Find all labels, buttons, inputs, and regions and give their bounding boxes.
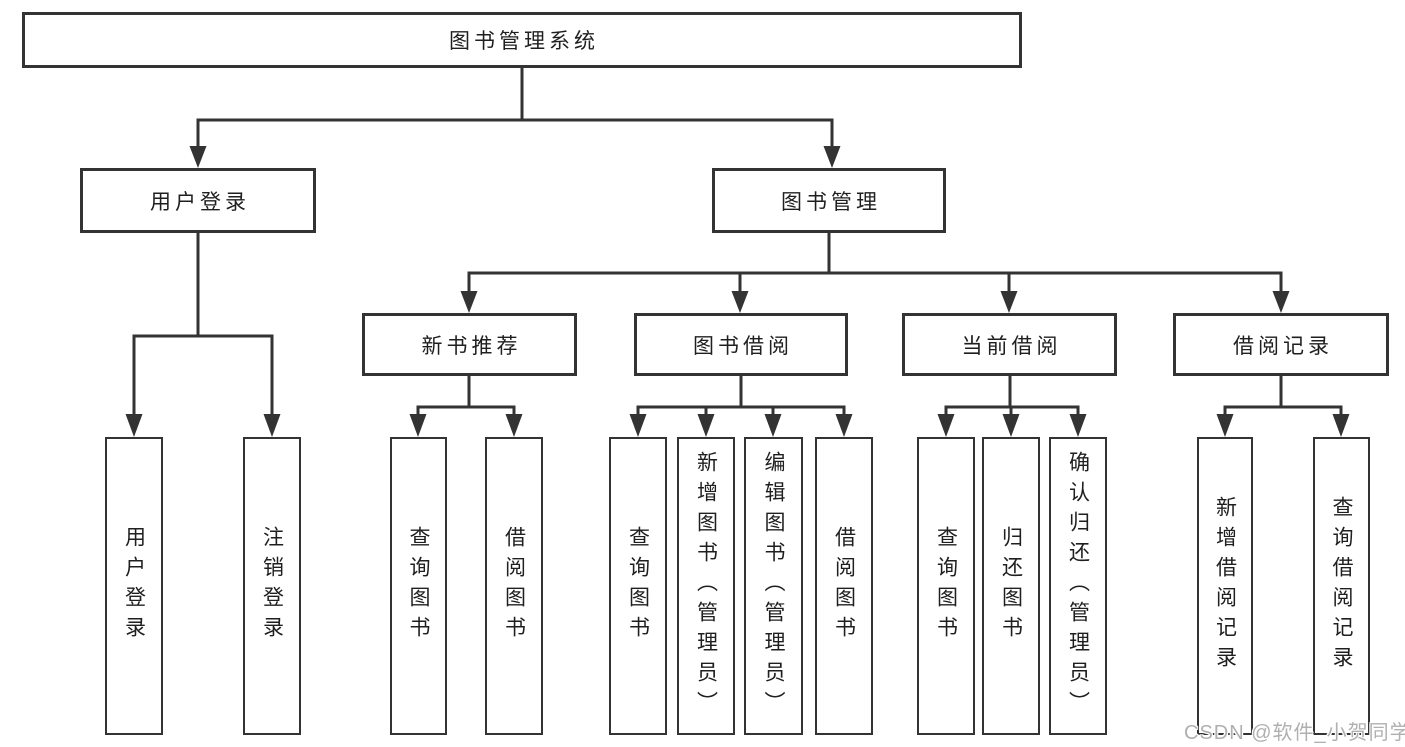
leaf-logout: 注销登录 (243, 437, 301, 735)
node-book-management: 图书管理 (712, 168, 946, 233)
leaf-records-add-record-label: 新增借阅记录 (1213, 496, 1237, 676)
leaf-borrowing-add-books-admin: 新增图书（管理员） (677, 437, 735, 735)
node-borrowing-records: 借阅记录 (1173, 313, 1389, 376)
leaf-logout-label: 注销登录 (260, 526, 284, 646)
leaf-current-query-books: 查询图书 (917, 437, 975, 735)
node-new-book-recommendation: 新书推荐 (362, 313, 577, 376)
leaf-records-query-record: 查询借阅记录 (1313, 437, 1370, 735)
leaf-current-query-books-label: 查询图书 (934, 526, 958, 646)
node-current-borrowing: 当前借阅 (902, 313, 1117, 376)
leaf-newbook-query-books-label: 查询图书 (407, 526, 430, 646)
leaf-current-return-books: 归还图书 (982, 437, 1040, 735)
leaf-borrowing-edit-books-admin: 编辑图书（管理员） (744, 437, 803, 735)
leaf-borrowing-edit-books-admin-label: 编辑图书（管理员） (762, 451, 785, 721)
leaf-current-confirm-return-admin: 确认归还（管理员） (1049, 437, 1107, 735)
leaf-newbook-borrow-books-label: 借阅图书 (502, 526, 526, 646)
leaf-current-return-books-label: 归还图书 (999, 526, 1023, 646)
node-book-borrowing: 图书借阅 (634, 313, 848, 376)
leaf-records-query-record-label: 查询借阅记录 (1330, 496, 1353, 676)
leaf-user-login-label: 用户登录 (122, 526, 146, 646)
root-node: 图书管理系统 (22, 12, 1022, 68)
leaf-current-confirm-return-admin-label: 确认归还（管理员） (1066, 451, 1090, 721)
leaf-newbook-query-books: 查询图书 (390, 437, 447, 735)
leaf-newbook-borrow-books: 借阅图书 (485, 437, 543, 735)
node-user-login: 用户登录 (80, 168, 316, 233)
leaf-borrowing-query-books-label: 查询图书 (626, 526, 650, 646)
leaf-user-login: 用户登录 (105, 437, 163, 735)
leaf-records-add-record: 新增借阅记录 (1197, 437, 1253, 735)
leaf-borrowing-query-books: 查询图书 (609, 437, 667, 735)
leaf-borrowing-borrow-books-label: 借阅图书 (832, 526, 856, 646)
watermark: CSDN @软件_小贺同学 (1184, 722, 1405, 744)
leaf-borrowing-add-books-admin-label: 新增图书（管理员） (694, 451, 718, 721)
leaf-borrowing-borrow-books: 借阅图书 (815, 437, 873, 735)
